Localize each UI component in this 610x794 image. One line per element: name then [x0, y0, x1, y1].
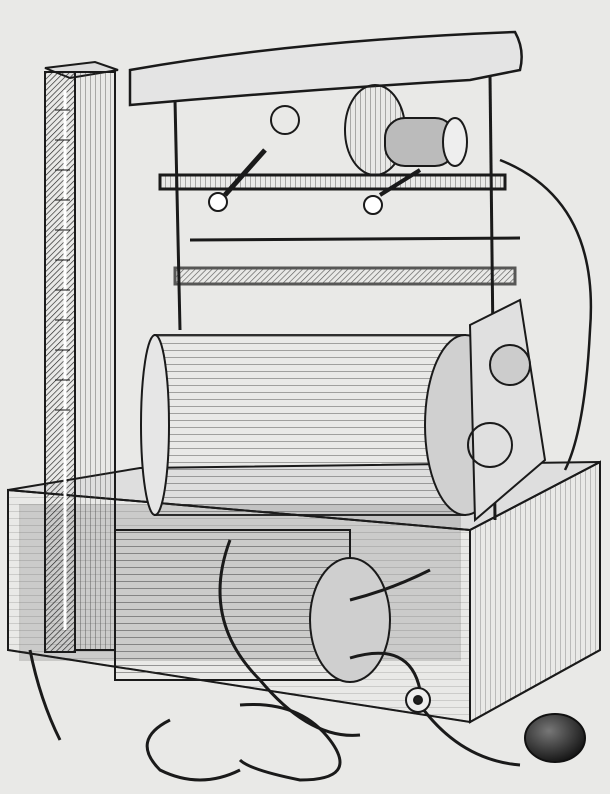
recording-drum	[140, 334, 506, 516]
rubber-bulb	[524, 713, 586, 763]
valve	[405, 687, 431, 713]
clockwork	[208, 84, 468, 215]
lower-drum	[114, 529, 391, 683]
scale-column	[44, 60, 119, 653]
scale-ticks	[55, 109, 70, 411]
frame	[128, 30, 593, 523]
tubing	[28, 539, 521, 782]
